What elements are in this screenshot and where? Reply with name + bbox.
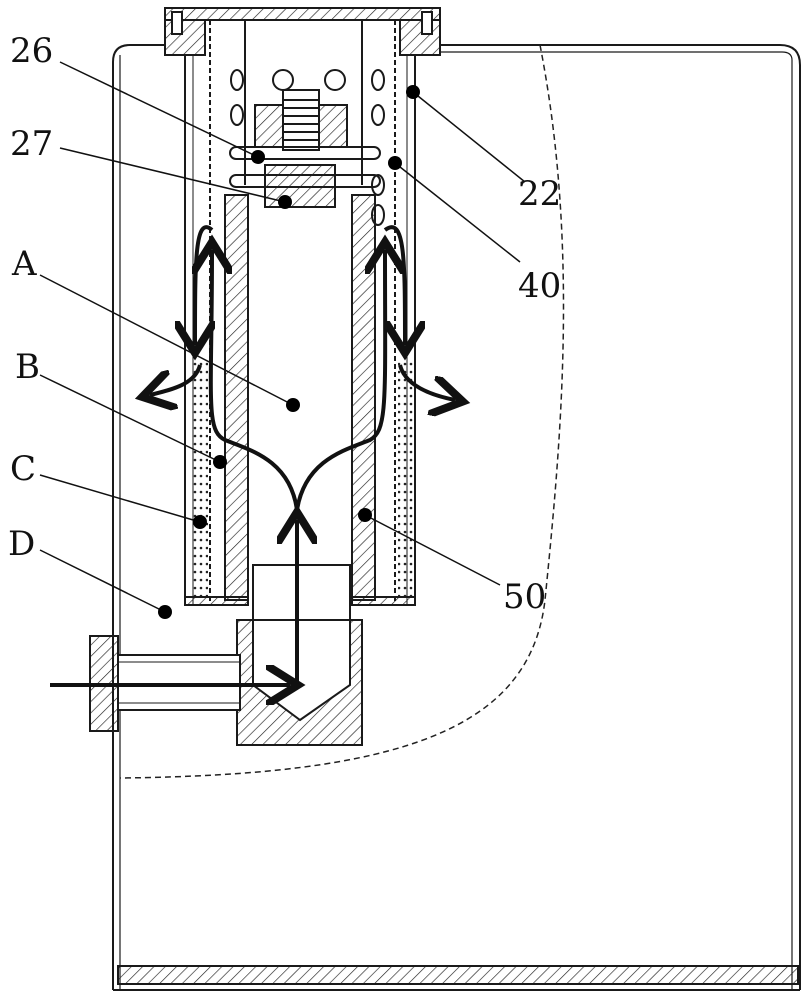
label-26: 26 bbox=[10, 31, 53, 71]
inner-tube bbox=[184, 194, 416, 606]
dashed-zone-boundary bbox=[119, 44, 565, 779]
label-C: C bbox=[10, 449, 36, 489]
label-50: 50 bbox=[503, 577, 546, 617]
reference-dots bbox=[158, 85, 420, 619]
top-cap bbox=[164, 7, 441, 56]
label-D: D bbox=[8, 524, 35, 564]
leader-lines bbox=[39, 61, 526, 613]
label-40: 40 bbox=[518, 266, 561, 306]
label-22: 22 bbox=[518, 174, 561, 214]
housing bbox=[112, 44, 801, 991]
label-27: 27 bbox=[10, 124, 53, 164]
label-A: A bbox=[11, 244, 37, 284]
label-B: B bbox=[15, 347, 40, 387]
flow-arrows bbox=[50, 225, 455, 685]
relief-valve bbox=[229, 69, 381, 208]
